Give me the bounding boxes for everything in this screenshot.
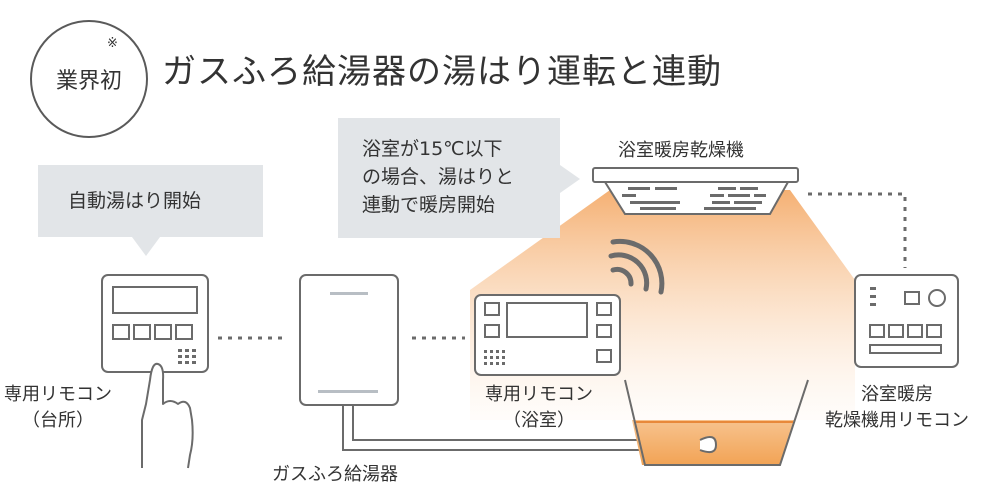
remote-kitchen-label-line-1: 専用リモコン [4, 384, 112, 405]
bubble-center-line-2: の場合、湯はりと [362, 166, 515, 188]
bathtub [624, 379, 809, 466]
gas-heater-label: ガスふろ給湯器 [272, 464, 398, 485]
bubble-center-shape [338, 118, 580, 238]
water-spout [699, 435, 718, 454]
bubble-center-line-1: 浴室が15℃以下 [362, 138, 503, 160]
hand-icon [141, 362, 194, 469]
remote-kitchen-label-line-2: （台所） [22, 410, 94, 431]
gas-heater [299, 274, 399, 406]
dryer-unit [592, 167, 799, 215]
dryer-remote-label: 浴室暖房 乾燥機用リモコン [825, 382, 969, 434]
dryer-remote [854, 274, 959, 368]
bubble-center-text: 浴室が15℃以下 の場合、湯はりと 連動で暖房開始 [362, 135, 514, 219]
bubble-left-shape [38, 165, 263, 256]
badge-note-mark: ※ [107, 36, 118, 51]
dryer-label: 浴室暖房乾燥機 [618, 140, 744, 161]
remote-bath-label-line-2: （浴室） [503, 410, 575, 431]
link-dryer-remote [808, 192, 907, 268]
remote-bath-label: 専用リモコン （浴室） [485, 382, 593, 434]
water-pipe [342, 405, 700, 451]
badge-label: 業界初 [55, 69, 122, 94]
page-title: ガスふろ給湯器の湯はり運転と連動 [162, 52, 722, 92]
dryer-remote-label-line-1: 浴室暖房 [861, 384, 933, 405]
wireless-icon [608, 238, 665, 295]
remote-kitchen-label: 専用リモコン （台所） [4, 382, 112, 434]
industry-first-badge: 業界初 [30, 20, 148, 138]
bubble-left-text: 自動湯はり開始 [68, 190, 202, 212]
remote-bath [474, 294, 621, 376]
remote-kitchen [101, 274, 209, 373]
dryer-remote-label-line-2: 乾燥機用リモコン [825, 410, 969, 431]
remote-bath-label-line-1: 専用リモコン [485, 384, 593, 405]
bubble-center-line-3: 連動で暖房開始 [362, 194, 496, 216]
